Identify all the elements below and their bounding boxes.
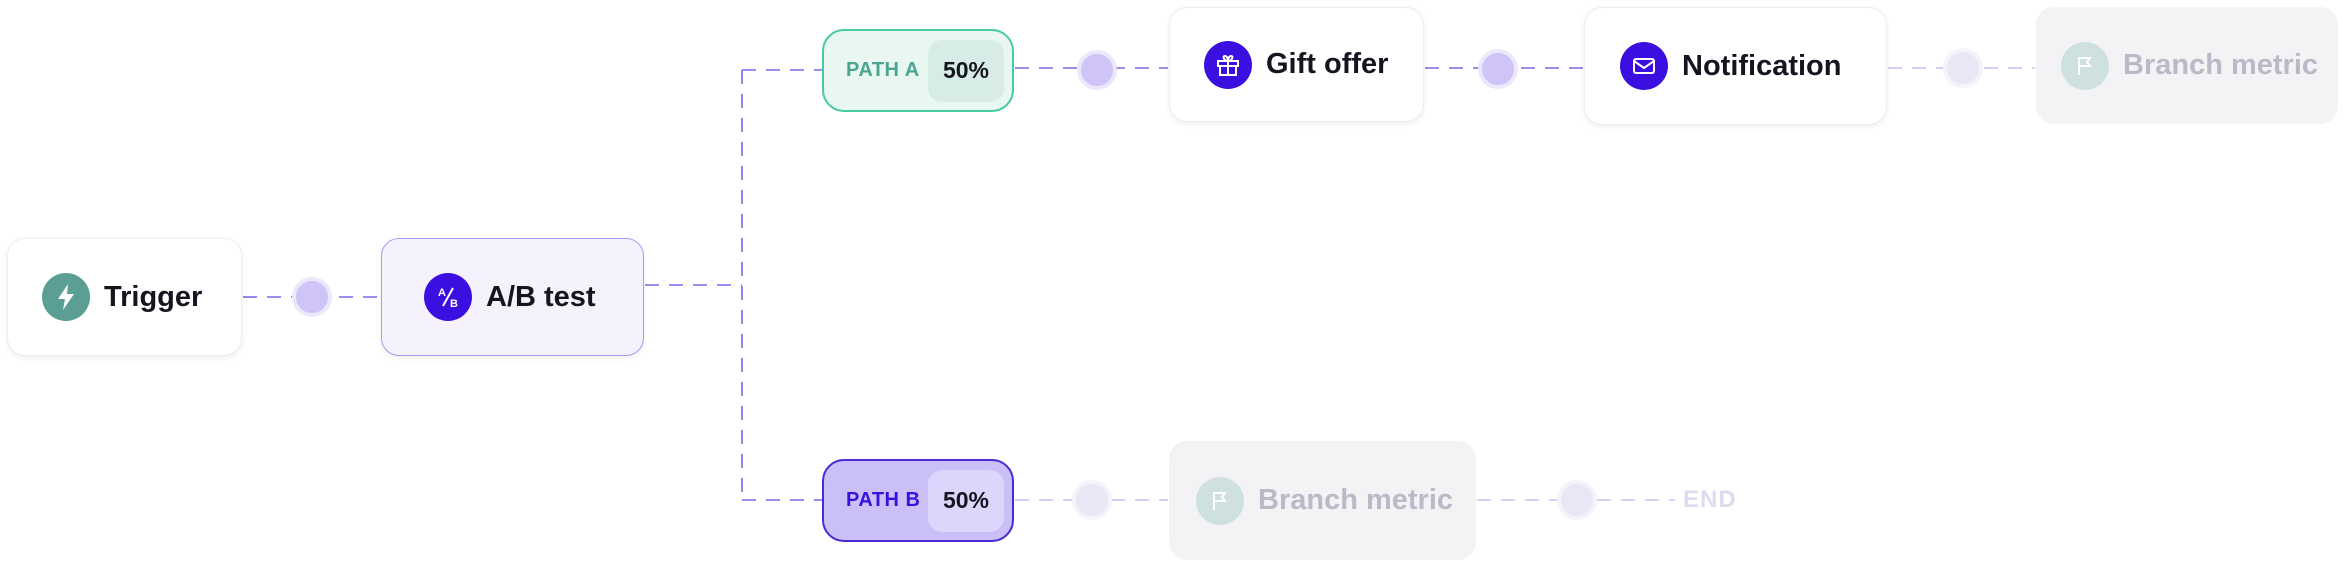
branch-metric-label: Branch metric — [1258, 484, 1454, 516]
ab-test-label: A/B test — [486, 280, 596, 313]
branch-metric-label: Branch metric — [2123, 49, 2319, 81]
end-label: END — [1683, 486, 1737, 513]
notification-label: Notification — [1682, 49, 1842, 82]
path-a-percent[interactable]: 50% — [928, 39, 1004, 102]
trigger-node[interactable]: Trigger — [7, 238, 242, 356]
connector-dot[interactable] — [1072, 480, 1112, 520]
path-b-label: PATH B — [846, 489, 921, 511]
connector-dot[interactable] — [1943, 48, 1983, 88]
ab-test-node[interactable]: A B A/B test — [381, 238, 644, 356]
envelope-icon — [1620, 42, 1668, 90]
branch-metric-node[interactable]: Branch metric — [2036, 7, 2338, 124]
svg-text:B: B — [450, 298, 458, 310]
connector-dot[interactable] — [1077, 50, 1117, 90]
ab-split-icon: A B — [424, 273, 472, 321]
connector-dot[interactable] — [1478, 49, 1518, 89]
notification-node[interactable]: Notification — [1584, 7, 1887, 125]
path-b-percent[interactable]: 50% — [928, 469, 1004, 532]
path-a-label: PATH A — [846, 59, 920, 81]
svg-text:A: A — [438, 287, 446, 299]
gift-offer-node[interactable]: Gift offer — [1169, 7, 1424, 122]
path-b-pill[interactable]: PATH B 50% — [822, 459, 1014, 542]
path-a-pill[interactable]: PATH A 50% — [822, 29, 1014, 112]
branch-metric-node[interactable]: Branch metric — [1169, 441, 1476, 560]
flag-icon — [1196, 476, 1244, 525]
gift-icon — [1204, 40, 1252, 89]
connector-dot[interactable] — [292, 277, 332, 317]
lightning-icon — [42, 273, 90, 321]
trigger-label: Trigger — [104, 280, 203, 313]
flag-icon — [2061, 41, 2109, 90]
gift-offer-label: Gift offer — [1266, 48, 1389, 80]
connector-dot[interactable] — [1557, 480, 1597, 520]
